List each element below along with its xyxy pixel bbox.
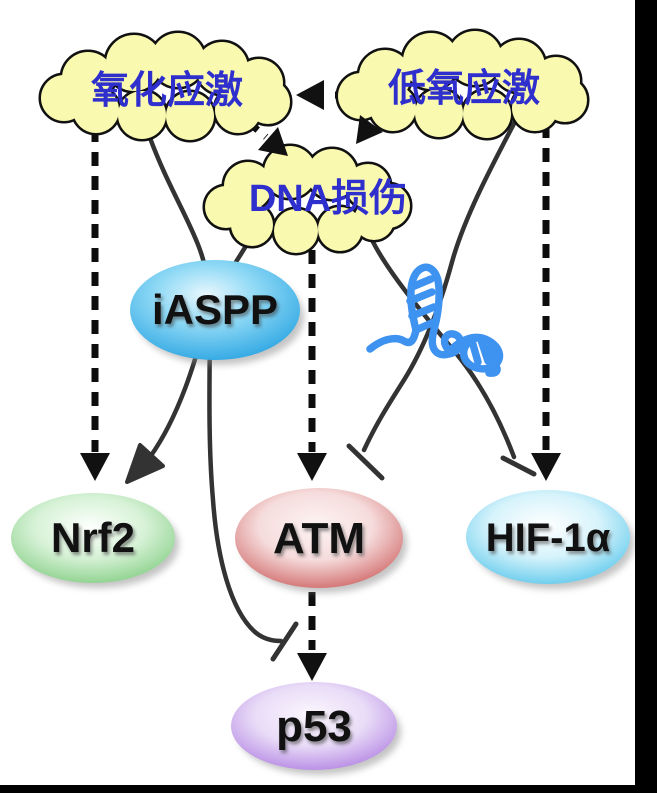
node-nrf2-label: Nrf2 xyxy=(51,514,135,561)
arrowhead-down-hif1a xyxy=(531,453,561,481)
arrowhead-down-p53 xyxy=(297,653,327,681)
node-nrf2-ellipse xyxy=(11,493,175,583)
node-hif1a-label: HIF-1α xyxy=(486,516,611,560)
node-hif1a-ellipse xyxy=(466,490,630,584)
node-p53: p53 xyxy=(231,682,401,775)
node-iaspp: iASPP xyxy=(130,260,304,365)
node-iaspp-label: iASPP xyxy=(152,286,278,333)
bottom-frame-strip xyxy=(0,785,657,793)
arrowhead-down-atm xyxy=(297,453,327,481)
cloud-hypoxic-stress: 低氧应激 xyxy=(338,31,587,138)
cloud-hypoxic-stress-label: 低氧应激 xyxy=(388,68,540,110)
node-atm: ATM xyxy=(235,488,407,593)
rna-squiggle-icon xyxy=(366,263,504,377)
cloud-oxidative-stress-label: 氧化应激 xyxy=(91,70,243,112)
node-atm-label: ATM xyxy=(273,514,365,563)
node-hif1a: HIF-1α xyxy=(466,490,634,589)
cloud-oxidative-stress: 氧化应激 xyxy=(41,33,290,140)
node-p53-ellipse xyxy=(231,682,397,770)
arrowhead-diag-hypoxic-dna xyxy=(356,115,383,144)
inhibition-bar-p53 xyxy=(270,621,299,662)
arrowhead-down-nrf2 xyxy=(80,453,110,481)
right-frame-strip xyxy=(635,0,657,793)
node-iaspp-ellipse xyxy=(130,260,300,360)
inhibition-bar-hif1a xyxy=(500,455,537,477)
node-atm-ellipse xyxy=(235,488,403,588)
arrowhead-nrf2-solid xyxy=(125,443,165,484)
inhibition-bar-atm xyxy=(346,443,385,481)
cloud-dna-damage: DNA损伤 xyxy=(205,146,410,253)
arrowheads xyxy=(80,80,561,681)
node-p53-label: p53 xyxy=(276,702,352,751)
arrowhead-left-oxidative xyxy=(296,80,324,110)
node-nrf2: Nrf2 xyxy=(11,493,179,588)
edge-oxidative-iaspp-p53 xyxy=(147,135,284,644)
arrowhead-diag-oxidative-dna xyxy=(258,127,288,156)
cloud-dna-damage-label: DNA损伤 xyxy=(249,178,407,220)
